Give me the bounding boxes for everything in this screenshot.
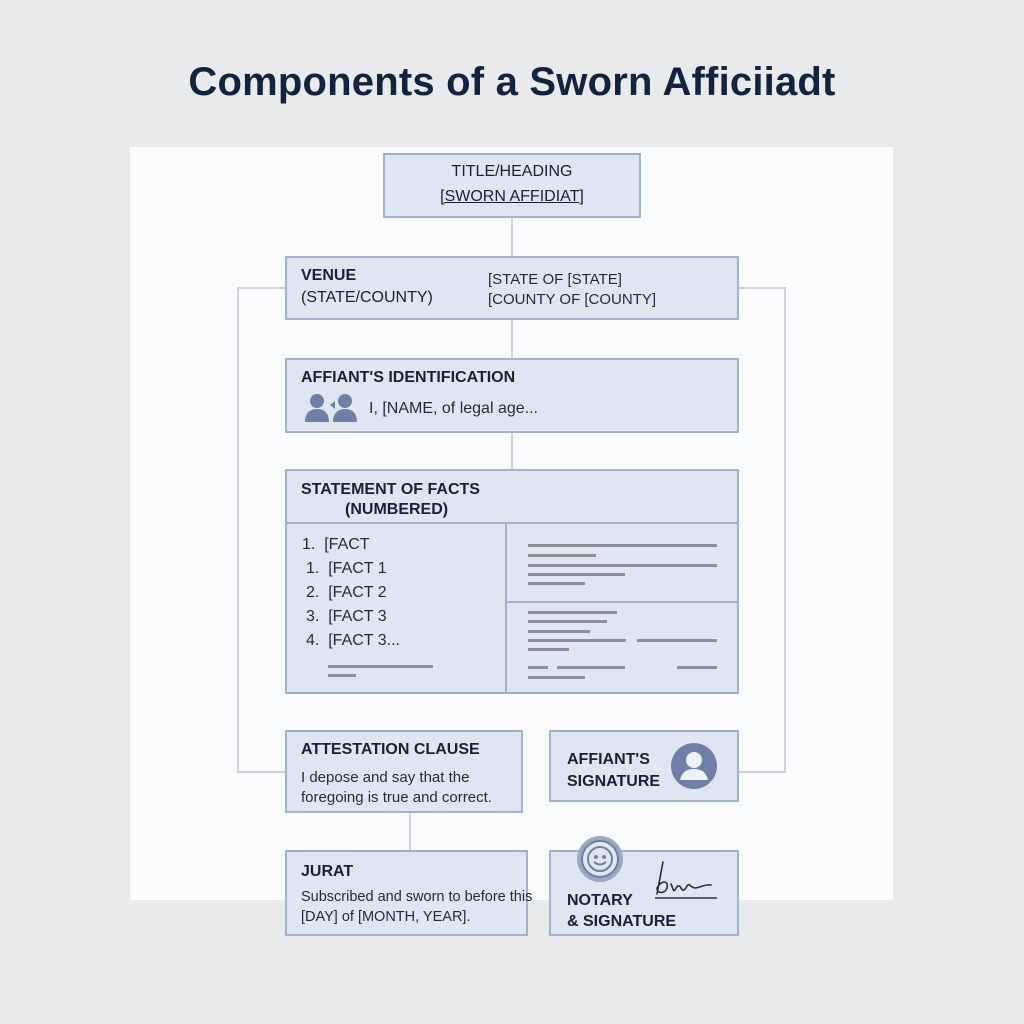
affiant-identification-box: AFFIANT'S IDENTIFICATION I, [NAME, of le… [285, 358, 739, 433]
venue-county: [COUNTY OF [COUNTY] [488, 291, 657, 308]
facts-subheading: (NUMBERED) [345, 501, 449, 518]
venue-state: [STATE OF [STATE] [488, 271, 622, 288]
attestation-heading: ATTESTATION CLAUSE [301, 741, 480, 758]
jurat-box: JURAT Subscribed and sworn to before thi… [285, 850, 532, 936]
venue-box: VENUE (STATE/COUNTY) [STATE OF [STATE] [… [285, 256, 739, 320]
attestation-line-1: I depose and say that the [301, 769, 470, 786]
venue-subheading: (STATE/COUNTY) [301, 289, 433, 306]
handwritten-signature-icon [655, 861, 717, 899]
affiant-identification-heading: AFFIANT'S IDENTIFICATION [301, 369, 516, 386]
affiant-signature-line-1: AFFIANT'S [567, 751, 650, 768]
jurat-line-2: [DAY] of [MONTH, YEAR]. [301, 909, 471, 925]
notary-line-1: NOTARY [567, 892, 633, 909]
notary-seal-icon [577, 836, 623, 882]
attestation-line-2: foregoing is true and correct. [301, 789, 492, 806]
attestation-clause-box: ATTESTATION CLAUSE I depose and say that… [285, 730, 523, 813]
affiant-signature-box: AFFIANT'S SIGNATURE [549, 730, 739, 802]
title-heading-box: TITLE/HEADING [SWORN AFFIDIAT] [383, 153, 641, 218]
notary-line-2: & SIGNATURE [567, 913, 677, 930]
affiant-signature-line-2: SIGNATURE [567, 773, 661, 790]
placeholder-line [528, 611, 617, 614]
placeholder-line [328, 665, 433, 668]
venue-heading: VENUE [301, 267, 357, 284]
facts-right-divider [507, 601, 737, 603]
placeholder-line [677, 666, 717, 669]
title-heading-value: [SWORN AFFIDIAT] [440, 188, 584, 205]
facts-column-divider [505, 522, 507, 692]
fact-item: 2. [FACT 2 [306, 584, 387, 601]
placeholder-line [528, 639, 626, 642]
fact-item: 3. [FACT 3 [306, 608, 387, 625]
affiant-identification-text: I, [NAME, of legal age... [369, 400, 538, 417]
placeholder-line [528, 544, 717, 547]
fact-item: 1. [FACT [302, 536, 370, 553]
placeholder-line [637, 639, 717, 642]
placeholder-line [528, 554, 596, 557]
people-icon [305, 394, 357, 422]
facts-header-divider [287, 522, 737, 524]
page-title: Components of a Sworn Afficiiadt [188, 60, 836, 104]
placeholder-line [528, 666, 548, 669]
statement-of-facts-box: STATEMENT OF FACTS (NUMBERED) 1. [FACT 1… [285, 469, 739, 694]
placeholder-line [328, 674, 356, 677]
fact-item: 4. [FACT 3... [306, 632, 400, 649]
person-icon [671, 743, 717, 789]
placeholder-line [528, 582, 585, 585]
title-heading-label: TITLE/HEADING [451, 163, 573, 180]
fact-item: 1. [FACT 1 [306, 560, 387, 577]
jurat-heading: JURAT [301, 863, 354, 880]
placeholder-line [528, 630, 590, 633]
placeholder-line [528, 648, 569, 651]
placeholder-line [528, 676, 585, 679]
placeholder-line [528, 564, 717, 567]
placeholder-line [557, 666, 625, 669]
placeholder-line [528, 620, 607, 623]
jurat-line-1: Subscribed and sworn to before this [301, 889, 533, 905]
placeholder-line [528, 573, 625, 576]
facts-heading: STATEMENT OF FACTS [301, 481, 480, 498]
